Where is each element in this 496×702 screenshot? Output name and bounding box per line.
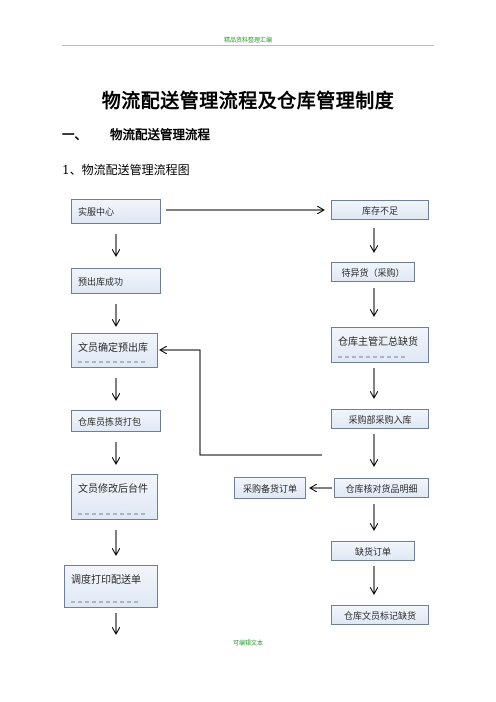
flow-box-supervisor-summarize-shortage: 仓库主管汇总缺货 xyxy=(331,327,429,363)
flow-box-shortage-order: 缺货订单 xyxy=(331,541,415,561)
section-title: 物流配送管理流程 xyxy=(110,127,211,142)
flow-box-label: 待异货（采购） xyxy=(341,268,405,279)
page-footer-text: 可编辑文本 xyxy=(232,640,263,647)
flow-box-dispatch-print-delivery: 调度打印配送单 xyxy=(64,565,158,608)
subsection-heading: 1、物流配送管理流程图 xyxy=(62,163,190,177)
flow-box-clerk-mark-shortage: 仓库文员标记缺货 xyxy=(331,605,429,625)
flow-box-label: 采购备货订单 xyxy=(242,484,297,495)
blurred-text-line xyxy=(78,361,148,363)
flow-box-label: 采购部采购入库 xyxy=(348,415,412,426)
blurred-text-line xyxy=(78,513,148,515)
flow-box-pre-outbound-success: 预出库成功 xyxy=(71,268,161,294)
flow-box-label: 调度打印配送单 xyxy=(71,575,141,586)
page-title: 物流配送管理流程及仓库管理制度 xyxy=(101,90,395,112)
flow-box-picking-packing: 仓库员拣货打包 xyxy=(71,410,161,432)
flow-box-label: 预出库成功 xyxy=(78,277,124,288)
flow-box-label: 实服中心 xyxy=(78,208,115,218)
flow-box-label: 库存不足 xyxy=(361,206,398,217)
section-number: 一、 xyxy=(62,127,88,142)
flow-box-label: 缺货订单 xyxy=(354,547,391,558)
section-heading: 一、 物流配送管理流程 xyxy=(62,124,210,143)
flow-box-label: 仓库文员标记缺货 xyxy=(343,611,416,622)
flow-box-label: 文员修改后台件 xyxy=(78,484,148,495)
header-divider xyxy=(62,45,434,46)
arrow-r4-l3-loop xyxy=(160,350,322,456)
flow-box-check-item-details: 仓库核对货品明细 xyxy=(334,478,429,498)
flow-box-label: 仓库员拣货打包 xyxy=(78,417,142,428)
flow-box-label: 仓库核对货品明细 xyxy=(345,484,418,495)
flow-box-service-center: 实服中心 xyxy=(71,199,161,224)
flow-box-pending-purchase: 待异货（采购） xyxy=(331,262,415,282)
flow-box-insufficient-stock: 库存不足 xyxy=(331,200,429,220)
flow-box-purchase-stock-order: 采购备货订单 xyxy=(234,477,306,499)
flow-box-label: 仓库主管汇总缺货 xyxy=(338,337,418,348)
page-header-text: 精品资料整理汇编 xyxy=(223,37,272,44)
flow-box-label: 文员确定预出库 xyxy=(78,343,148,354)
flow-box-purchasing-inbound: 采购部采购入库 xyxy=(331,409,429,429)
blurred-text-line xyxy=(338,356,408,358)
blurred-text-line xyxy=(71,601,141,603)
flow-box-clerk-modify-backend: 文员修改后台件 xyxy=(71,474,158,520)
flow-box-clerk-confirm-pre-outbound: 文员确定预出库 xyxy=(71,333,158,368)
